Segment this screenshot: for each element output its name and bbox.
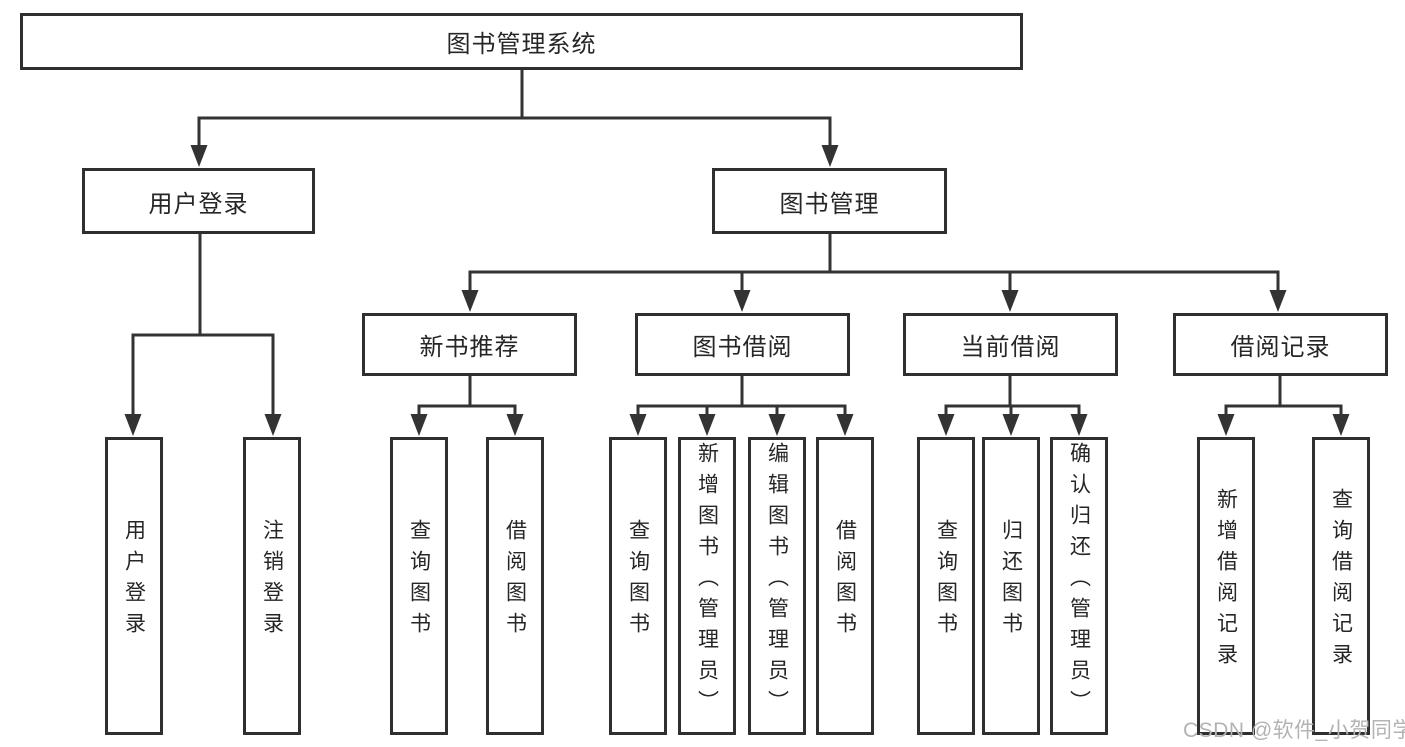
node-book-management-label: 图书管理 [779,190,880,218]
leaf-query-books-borrow: 查询图书 [609,437,667,735]
leaf-borrow-books-label: 借阅图书 [833,519,857,643]
leaf-query-books-borrow-label: 查询图书 [626,519,650,643]
node-library-system-label: 图书管理系统 [446,31,597,58]
leaf-return-books: 归还图书 [982,437,1040,735]
leaf-query-books-current-label: 查询图书 [934,519,958,643]
leaf-borrow-books-recommend: 借阅图书 [486,437,544,735]
node-new-book-recommend-label: 新书推荐 [419,334,520,361]
leaf-return-books-label: 归还图书 [999,519,1023,643]
leaf-logout-label: 注销登录 [260,519,284,643]
leaf-edit-books-admin: 编辑图书（管理员） [748,437,806,735]
leaf-add-books-admin-label: 新增图书（管理员） [695,441,719,721]
leaf-confirm-return-admin-label: 确认归还（管理员） [1067,441,1091,721]
leaf-add-borrow-record: 新增借阅记录 [1197,437,1255,735]
leaf-query-borrow-record-label: 查询借阅记录 [1329,488,1353,674]
node-borrow-records-label: 借阅记录 [1230,334,1331,361]
leaf-user-login-label: 用户登录 [122,519,146,643]
leaf-borrow-books-recommend-label: 借阅图书 [503,519,527,643]
node-new-book-recommend: 新书推荐 [362,313,577,376]
leaf-query-books-recommend: 查询图书 [390,437,448,735]
node-current-borrow: 当前借阅 [903,313,1118,376]
leaf-query-books-current: 查询图书 [917,437,975,735]
leaf-confirm-return-admin: 确认归还（管理员） [1050,437,1108,735]
node-book-management: 图书管理 [712,168,947,234]
node-book-borrow-label: 图书借阅 [692,334,793,361]
node-book-borrow: 图书借阅 [635,313,850,376]
leaf-add-books-admin: 新增图书（管理员） [678,437,736,735]
node-user-login-label: 用户登录 [148,190,249,218]
arrowhead-icons [124,145,1350,436]
node-library-system: 图书管理系统 [20,13,1023,70]
node-user-login: 用户登录 [82,168,315,234]
leaf-logout: 注销登录 [243,437,301,735]
connector-segments [131,70,1343,419]
leaf-query-books-recommend-label: 查询图书 [407,519,431,643]
leaf-borrow-books: 借阅图书 [816,437,874,735]
leaf-edit-books-admin-label: 编辑图书（管理员） [765,441,789,721]
leaf-query-borrow-record: 查询借阅记录 [1312,437,1370,735]
leaf-add-borrow-record-label: 新增借阅记录 [1214,488,1238,674]
csdn-watermark: CSDN @软件_小贺同学 [1183,719,1405,742]
leaf-user-login: 用户登录 [105,437,163,735]
node-borrow-records: 借阅记录 [1173,313,1388,376]
node-current-borrow-label: 当前借阅 [960,334,1061,361]
